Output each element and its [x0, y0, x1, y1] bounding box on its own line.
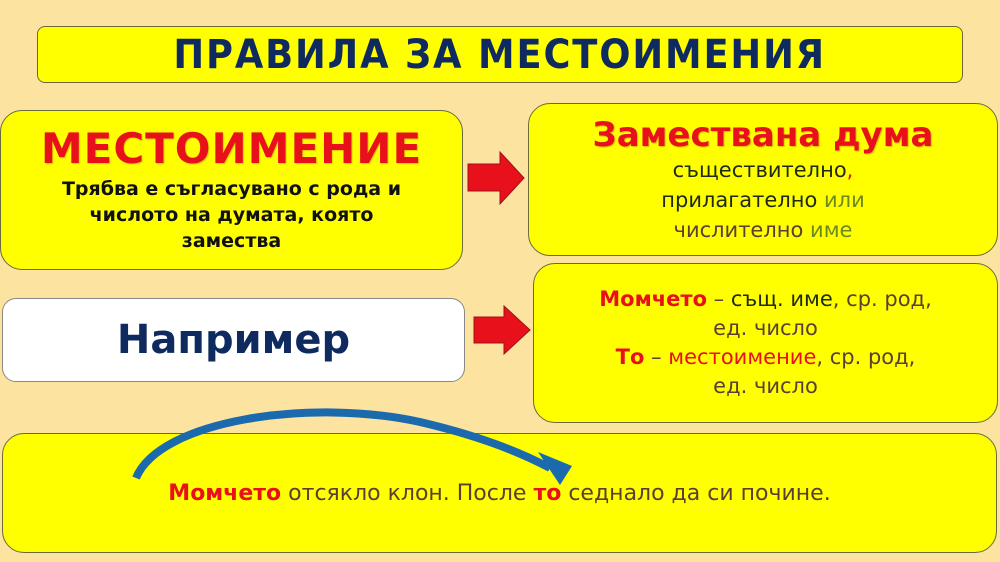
comma: , [846, 157, 854, 182]
replaced-word-description: съществително, прилагателно или числител… [661, 155, 864, 245]
pronoun-label: местоимение [668, 345, 817, 369]
pronoun-description-line: числото на думата, която [89, 204, 374, 226]
page-title: ПРАВИЛА ЗА МЕСТОИМЕНИЯ [173, 31, 827, 78]
pronoun-definition-box: МЕСТОИМЕНИЕ Трябва е съгласувано с рода … [0, 110, 463, 270]
example-analysis-box: Момчето – същ. име, ср. род, ед. число Т… [533, 263, 998, 423]
sentence-word-boy: Момчето [168, 480, 282, 506]
example-label: Например [116, 317, 351, 363]
example-line: Момчето – същ. име, ср. род, [599, 285, 932, 314]
right-arrow-icon [467, 150, 525, 206]
example-sentence: Момчето отсякло клон. После то седнало д… [168, 481, 830, 506]
example-line: ед. число [713, 316, 818, 340]
sentence-text: седнало да си почине. [561, 480, 831, 506]
pronoun-description-line: замества [181, 230, 282, 252]
word-numeral: числително [673, 217, 804, 242]
dash: – [707, 287, 731, 311]
replaced-word-box: Замествана дума съществително, прилагате… [528, 103, 998, 256]
example-label-box: Например [2, 298, 465, 382]
curved-arrow-icon [132, 408, 572, 485]
dash: – [644, 345, 669, 369]
word-noun: съществително [672, 157, 847, 182]
example-sentence-box: Момчето отсякло клон. После то седнало д… [2, 433, 997, 553]
example-line: ед. число [713, 374, 818, 398]
pronoun-heading: МЕСТОИМЕНИЕ [40, 124, 423, 173]
replaced-word-heading: Замествана дума [592, 114, 934, 155]
word-or: или [824, 187, 865, 212]
word-adjective: прилагателно [661, 187, 818, 212]
noun-label: същ. име [730, 287, 833, 311]
pronoun-description-line: Трябва е съгласувано с рода и [61, 178, 402, 200]
example-word-boy: Момчето [599, 287, 707, 311]
example-line: То – местоимение, ср. род, [616, 343, 916, 372]
right-arrow-icon [473, 305, 531, 355]
sentence-word-it: то [533, 480, 562, 506]
pronoun-description: Трябва е съгласувано с рода и числото на… [62, 176, 401, 254]
gender-label: , ср. род, [832, 287, 932, 311]
title-banner: ПРАВИЛА ЗА МЕСТОИМЕНИЯ [37, 26, 963, 83]
word-name: име [810, 217, 853, 242]
gender-label: , ср. род, [816, 345, 916, 369]
example-word-it: То [615, 345, 645, 369]
sentence-text: отсякло клон. После [281, 480, 534, 506]
